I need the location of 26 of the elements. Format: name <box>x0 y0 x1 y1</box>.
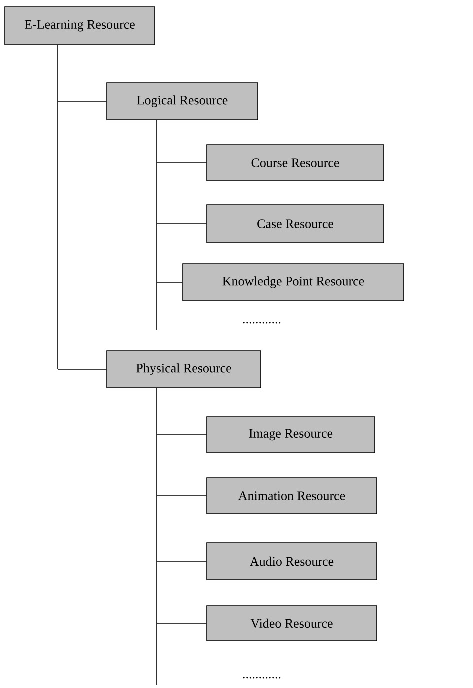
resource-box: Course Resource <box>206 144 384 182</box>
ellipsis: ............ <box>243 677 281 679</box>
branch-line <box>58 101 107 102</box>
tree-line <box>156 388 158 436</box>
branch-line <box>156 561 207 562</box>
tree-line <box>156 496 158 562</box>
branch-line <box>156 282 183 283</box>
branch-line <box>156 434 207 436</box>
resource-box: Image Resource <box>206 416 376 454</box>
branch-line <box>156 623 207 624</box>
branch-line <box>58 369 107 370</box>
resource-box: Physical Resource <box>106 350 262 388</box>
tree-line <box>156 224 158 283</box>
tree-line <box>156 434 158 496</box>
resource-box: Logical Resource <box>106 82 258 120</box>
tree-line <box>156 162 158 224</box>
ellipsis: ............ <box>243 322 281 324</box>
branch-line <box>156 162 207 164</box>
resource-box: E-Learning Resource <box>4 6 156 46</box>
resource-box: Case Resource <box>206 204 384 244</box>
resource-box: Animation Resource <box>206 478 378 514</box>
tree-line <box>156 561 158 624</box>
resource-box: Video Resource <box>206 606 378 642</box>
resource-box: Knowledge Point Resource <box>182 264 404 302</box>
tree-line <box>156 120 158 164</box>
resource-box: Audio Resource <box>206 542 378 580</box>
